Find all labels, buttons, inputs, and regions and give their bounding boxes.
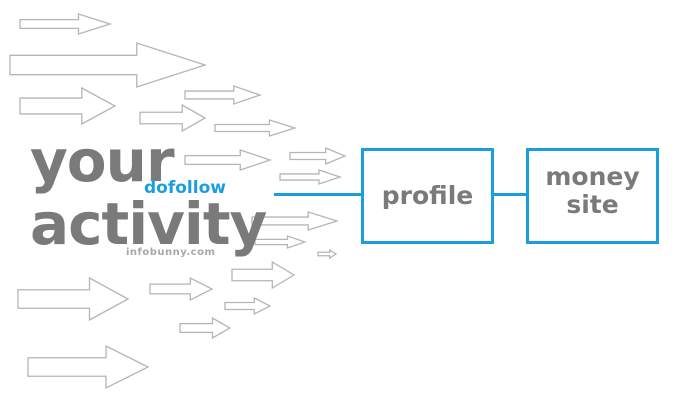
arrow-right-outline-icon <box>184 149 273 171</box>
money-label: money <box>545 162 640 191</box>
credit-label: infobunny.com <box>126 247 216 258</box>
arrow-right-outline-icon <box>289 147 347 165</box>
connector-activity-profile <box>274 193 362 196</box>
arrow-right-outline-icon <box>279 169 343 185</box>
arrow-right-outline-icon <box>19 86 117 126</box>
arrow-right-outline-icon <box>184 85 263 105</box>
arrow-right-outline-icon <box>251 211 340 231</box>
arrow-right-outline-icon <box>224 296 272 316</box>
connector-profile-money <box>493 193 527 196</box>
arrow-right-outline-icon <box>254 235 308 249</box>
arrow-right-outline-icon <box>179 316 232 340</box>
arrow-right-outline-icon <box>317 248 338 260</box>
money-site-box: money site <box>526 148 659 244</box>
arrow-right-outline-icon <box>214 119 298 137</box>
dofollow-label: dofollow <box>144 178 226 198</box>
arrow-right-outline-icon <box>19 13 113 35</box>
arrow-right-outline-icon <box>17 276 130 322</box>
activity-label: activity <box>30 190 267 258</box>
arrow-right-outline-icon <box>9 42 208 88</box>
your-label: your <box>30 127 175 195</box>
arrow-right-outline-icon <box>231 260 296 290</box>
profile-label: profile <box>381 181 474 211</box>
arrow-right-outline-icon <box>149 276 214 302</box>
profile-box: profile <box>361 148 494 244</box>
site-label: site <box>566 189 619 219</box>
arrow-right-outline-icon <box>27 344 150 390</box>
arrow-right-outline-icon <box>139 103 207 133</box>
